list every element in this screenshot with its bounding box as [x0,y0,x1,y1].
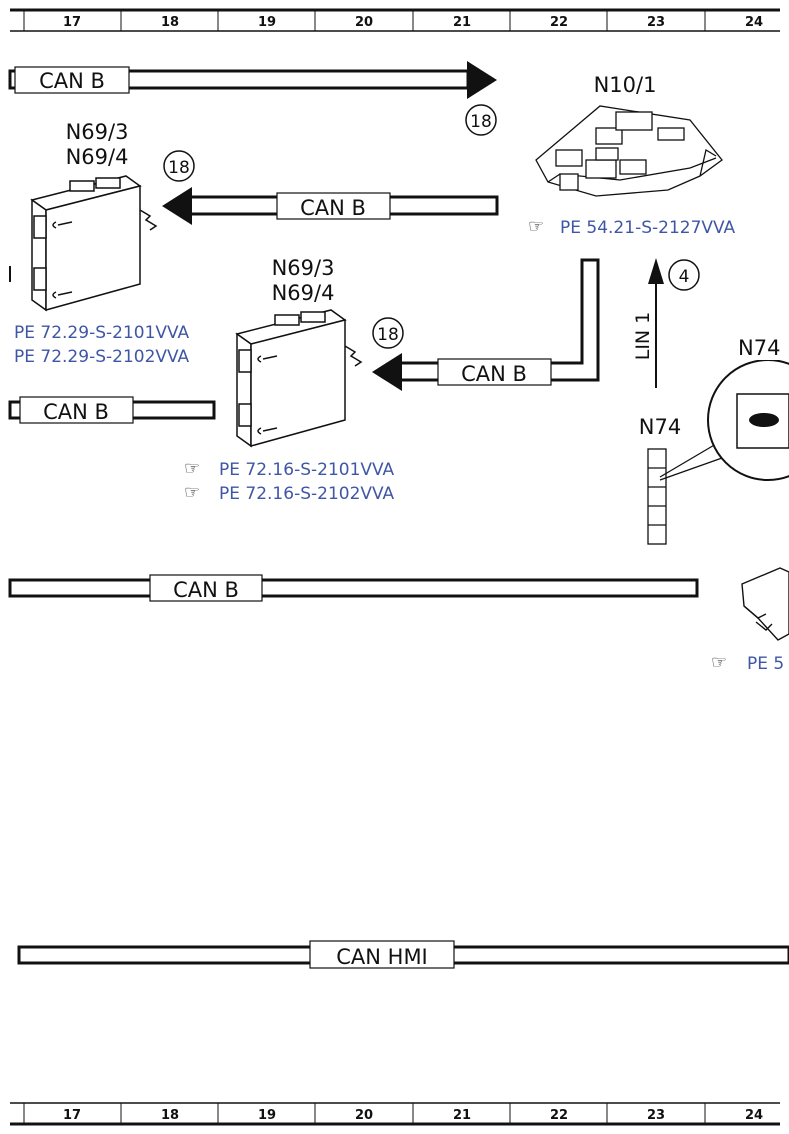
ref-circle-lin: 4 [668,259,700,291]
ruler-col-23: 23 [647,1108,665,1123]
arrow-head-left [162,187,192,225]
pointing-hand-icon: ☞ [184,482,200,503]
n69-module-drawing [30,175,158,312]
n10-1-label: N10/1 [594,73,657,97]
partial-reference[interactable]: ☞ PE 5 [711,652,784,674]
ref-circle-top: 18 [465,104,497,136]
ruler-col-19: 19 [258,15,276,30]
can-hmi-label: CAN HMI [336,945,428,969]
n69-3-label: N69/3 [66,120,129,144]
ref-link[interactable]: PE 72.29-S-2102VVA [14,347,190,367]
pointing-hand-icon: ☞ [711,652,727,673]
ref-link[interactable]: PE 5 [747,654,784,674]
can-b-bus-long: CAN B [8,574,699,602]
n74-label: N74 [639,415,681,439]
can-b-label: CAN B [461,362,527,386]
ruler-col-17: 17 [63,15,81,30]
ref-link[interactable]: PE 72.16-S-2102VVA [219,484,395,504]
n69-4-label: N69/4 [66,145,129,169]
ruler-col-23: 23 [647,15,665,30]
svg-text:4: 4 [679,267,690,287]
ruler-col-22: 22 [550,15,568,30]
ruler-col-20: 20 [355,15,373,30]
can-b-label: CAN B [173,578,239,602]
n10-1-module-drawing [535,105,723,197]
can-b-bus-top: CAN B [8,61,497,99]
lin-1-label: LIN 1 [632,312,654,361]
svg-text:18: 18 [377,325,399,345]
n69-4-label: N69/4 [272,281,335,305]
can-b-bus-left: CAN B [8,396,216,424]
arrow-head-right [467,61,497,99]
n74-detail-label: N74 [738,336,780,360]
n10-1-reference[interactable]: ☞ PE 54.21-S-2127VVA [528,216,736,238]
lin-1-link: LIN 1 [632,258,664,388]
n69-lower-references[interactable]: ☞ PE 72.16-S-2101VVA ☞ PE 72.16-S-2102VV… [184,458,395,504]
ref-link[interactable]: PE 72.16-S-2101VVA [219,460,395,480]
ruler-col-20: 20 [355,1108,373,1123]
ref-link[interactable]: PE 72.29-S-2101VVA [14,323,190,343]
can-b-label: CAN B [43,400,109,424]
svg-text:18: 18 [470,112,492,132]
n69-3-label: N69/3 [272,256,335,280]
can-hmi-bus: CAN HMI [17,940,789,969]
ruler-col-17: 17 [63,1108,81,1123]
svg-text:18: 18 [168,158,190,178]
switch-icon [749,413,779,427]
top-ruler: 17 18 19 20 21 22 23 24 [10,8,780,32]
ruler-col-19: 19 [258,1108,276,1123]
n74-connector-strip [647,448,667,545]
ruler-col-21: 21 [453,1108,471,1123]
can-b-label: CAN B [39,69,105,93]
ruler-col-21: 21 [453,15,471,30]
ref-circle-lower: 18 [372,317,404,349]
ruler-col-18: 18 [161,1108,179,1123]
can-b-bus-lower-mid: CAN B [372,258,600,391]
ref-circle-upper: 18 [163,150,195,182]
ruler-col-24: 24 [745,15,763,30]
n69-module-drawing [235,309,363,448]
ruler-col-22: 22 [550,1108,568,1123]
ruler-col-18: 18 [161,15,179,30]
pointing-hand-icon: ☞ [528,216,544,237]
arrow-head-left [372,353,402,391]
ref-link[interactable]: PE 54.21-S-2127VVA [560,218,736,238]
bottom-ruler: 17 18 19 20 21 22 23 24 [10,1102,780,1126]
ruler-col-24: 24 [745,1108,763,1123]
pointing-hand-icon: ☞ [184,458,200,479]
n74-detail-callout: N74 [659,336,789,481]
n69-upper-references[interactable]: PE 72.29-S-2101VVA PE 72.29-S-2102VVA [14,323,190,367]
can-b-label: CAN B [300,196,366,220]
can-b-bus-upper-mid: CAN B [162,187,499,225]
arrow-head-up [648,258,664,284]
partial-module-drawing [741,567,789,641]
